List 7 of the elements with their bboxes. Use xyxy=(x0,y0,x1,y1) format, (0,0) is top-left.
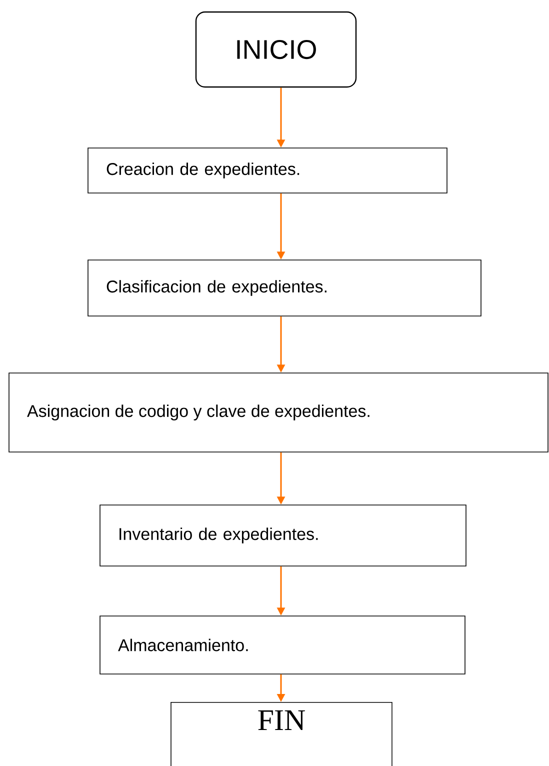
process-box: Clasificacion de expedientes. xyxy=(88,260,482,316)
process-box: Asignacion de codigo y clave de expedientes. xyxy=(8,372,548,452)
end-box: FIN xyxy=(170,702,392,766)
process-box: Creacion de expedientes. xyxy=(88,148,448,194)
process-box: Almacenamiento. xyxy=(100,616,466,674)
process-box: Inventario de expedientes. xyxy=(100,504,466,566)
start-box: INICIO xyxy=(195,11,357,88)
